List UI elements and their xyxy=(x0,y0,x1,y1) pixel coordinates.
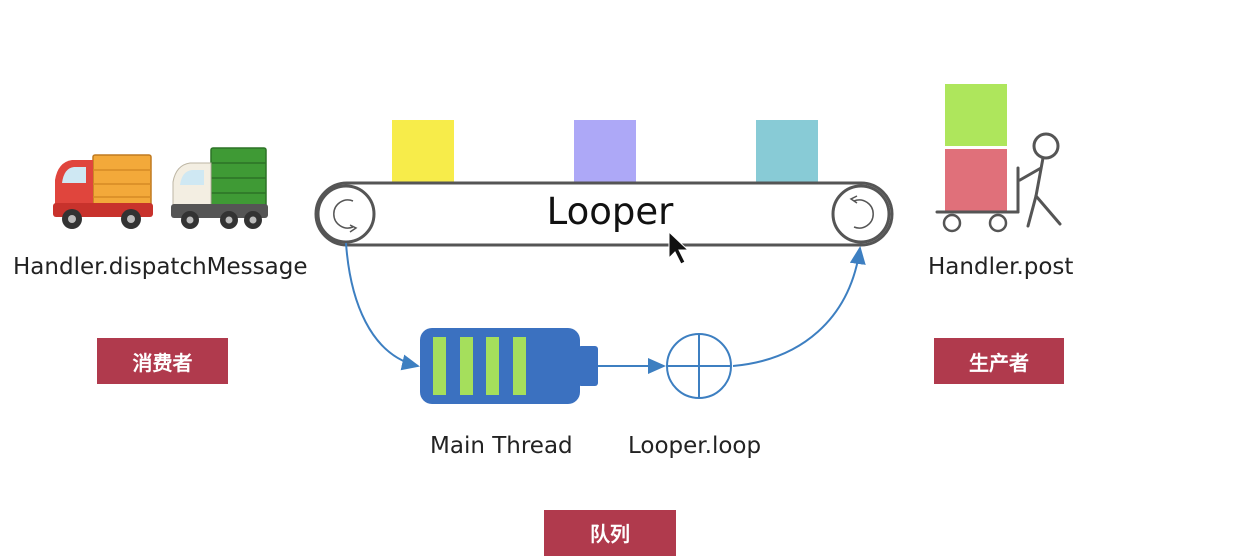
looper-diagram: Looper Handler.dispatchMessage Handler.p… xyxy=(13,84,1074,556)
queue-badge: 队列 xyxy=(544,510,676,556)
message-block-yellow xyxy=(392,120,454,182)
rotate-icon xyxy=(831,184,891,244)
truck-green-icon xyxy=(171,147,268,229)
consumer-badge: 消费者 xyxy=(97,338,228,384)
arrow-belt-to-main-thread xyxy=(345,242,420,371)
message-block-purple xyxy=(574,120,636,182)
person-pushing-cart-icon xyxy=(935,132,1062,233)
box-red xyxy=(945,149,1007,211)
conveyor-belt xyxy=(314,181,894,247)
looper-label: Looper xyxy=(546,190,674,233)
circle-plus-icon xyxy=(666,333,732,399)
looper-loop-label: Looper.loop xyxy=(628,433,762,459)
rotate-icon xyxy=(316,184,376,244)
diagram-canvas xyxy=(53,84,1062,404)
battery-icon xyxy=(420,328,598,404)
truck-orange-icon xyxy=(53,154,153,229)
consumer-method-label: Handler.dispatchMessage xyxy=(13,254,308,280)
producer-badge: 生产者 xyxy=(934,338,1064,384)
producer-method-label: Handler.post xyxy=(928,254,1074,280)
main-thread-label: Main Thread xyxy=(430,433,573,459)
message-block-teal xyxy=(756,120,818,182)
box-green xyxy=(945,84,1007,146)
arrow-loop-to-belt xyxy=(732,246,866,367)
cursor-arrow-icon xyxy=(668,230,690,265)
